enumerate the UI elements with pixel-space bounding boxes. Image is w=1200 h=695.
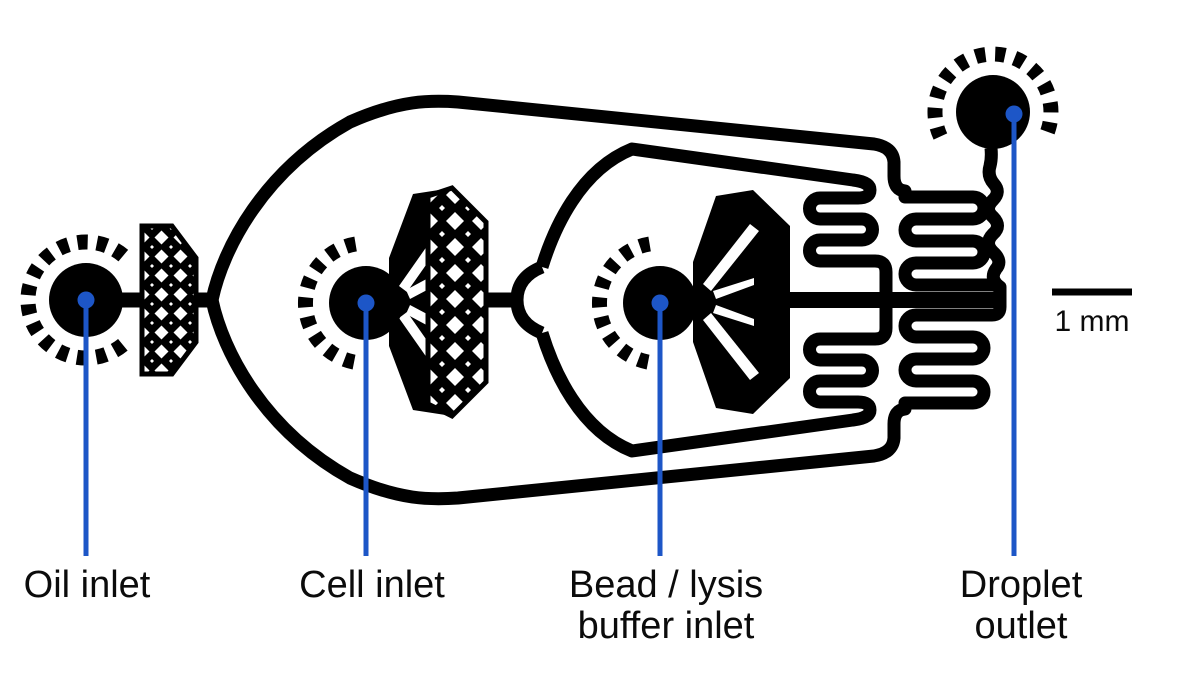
oil-inlet-filter	[139, 223, 199, 377]
bead-inlet-filter-fan	[693, 190, 790, 414]
cell-loop-top-branch	[535, 142, 893, 301]
outlet-wavy-channel	[982, 147, 1007, 301]
scale-bar-label: 1 mm	[1055, 305, 1130, 338]
cell-loop-left-cap	[510, 260, 545, 340]
bead-inlet-label-1: Bead / lysis	[569, 564, 763, 606]
oil-inlet	[20, 223, 213, 377]
bead-leader-dot	[651, 294, 669, 312]
droplet-leader-dot	[1005, 105, 1023, 123]
cell-inlet-dashed-ring	[297, 236, 362, 371]
cell-inlet-label: Cell inlet	[299, 564, 445, 606]
droplet-outlet-label-1: Droplet	[960, 564, 1083, 606]
labels: Oil inlet Cell inlet Bead / lysis buffer…	[24, 564, 1083, 647]
bead-inlet	[591, 190, 790, 414]
bead-inlet-label-2: buffer inlet	[578, 605, 755, 647]
cell-inlet	[297, 185, 489, 420]
oil-loop-bottom-branch	[205, 298, 1007, 506]
outer-oil-loop	[205, 94, 1007, 506]
oil-inlet-label: Oil inlet	[24, 564, 151, 606]
droplet-outlet	[927, 46, 1059, 149]
bead-inlet-dashed-ring	[591, 236, 656, 371]
cell-loop-bottom-branch	[535, 299, 893, 458]
oil-loop-top-branch	[205, 94, 1007, 302]
scale-bar: 1 mm	[1052, 288, 1132, 338]
cell-leader-dot	[357, 294, 375, 312]
leader-lines	[77, 105, 1023, 556]
cell-inlet-filter-fan	[389, 185, 489, 420]
droplet-outlet-label-2: outlet	[975, 605, 1068, 647]
oil-leader-dot	[77, 291, 95, 309]
